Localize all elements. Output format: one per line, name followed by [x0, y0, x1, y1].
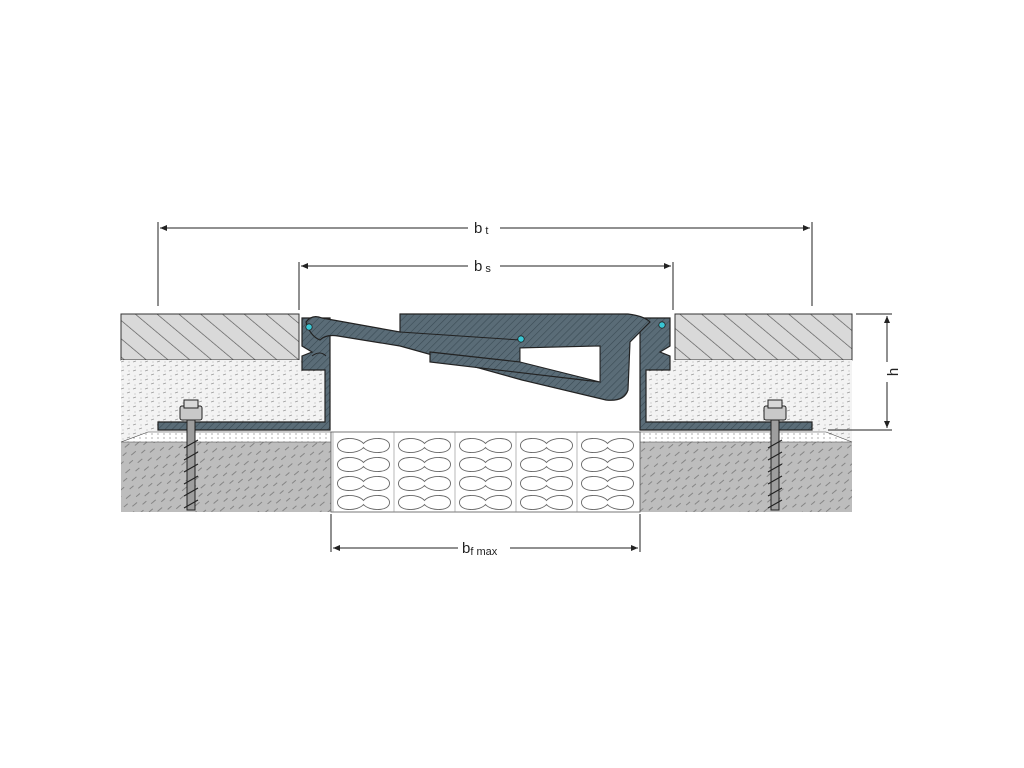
insulation-loop [337, 457, 390, 472]
insulation-loop [459, 495, 512, 510]
right-substrate [639, 313, 853, 512]
insulation-loop [337, 438, 390, 453]
insulation-loop [581, 476, 634, 491]
right-adhesive-bed [639, 431, 853, 443]
insulation-loop [398, 438, 451, 453]
dimension-bf-max-label: bf max [462, 540, 498, 558]
insulation-loop [581, 438, 634, 453]
left-adhesive-bed [120, 431, 332, 443]
insulation-loop [520, 457, 573, 472]
insulation-loop [581, 457, 634, 472]
insulation-loop [398, 476, 451, 491]
dimension-h [828, 313, 892, 431]
center-cover-plate [305, 313, 651, 401]
center-seal-dot [517, 335, 525, 343]
left-screw [179, 399, 203, 511]
insulation-loop [459, 438, 512, 453]
insulation-loop [520, 495, 573, 510]
dimension-bf-max [330, 514, 641, 552]
dimension-bt [157, 222, 813, 306]
insulation-loop [459, 476, 512, 491]
right-screw [763, 399, 787, 511]
left-base-slab [121, 442, 331, 512]
dimension-h-label: h [885, 368, 902, 376]
right-seal-dot [658, 321, 666, 329]
insulation-loop [398, 495, 451, 510]
right-anchor-profile [639, 317, 813, 431]
left-seal-dot [305, 323, 313, 331]
dimension-bs [298, 262, 674, 310]
insulation-loop [520, 438, 573, 453]
insulation-loop [581, 495, 634, 510]
right-base-slab [640, 442, 852, 512]
right-top-tile-layer [674, 313, 853, 361]
insulation-loop [337, 495, 390, 510]
insulation-loop [520, 476, 573, 491]
insulation-loop [398, 457, 451, 472]
insulation-loop [337, 476, 390, 491]
joint-insulation-filler [330, 431, 641, 513]
insulation-loop [459, 457, 512, 472]
left-top-tile-layer [120, 313, 300, 361]
left-substrate [120, 313, 332, 512]
